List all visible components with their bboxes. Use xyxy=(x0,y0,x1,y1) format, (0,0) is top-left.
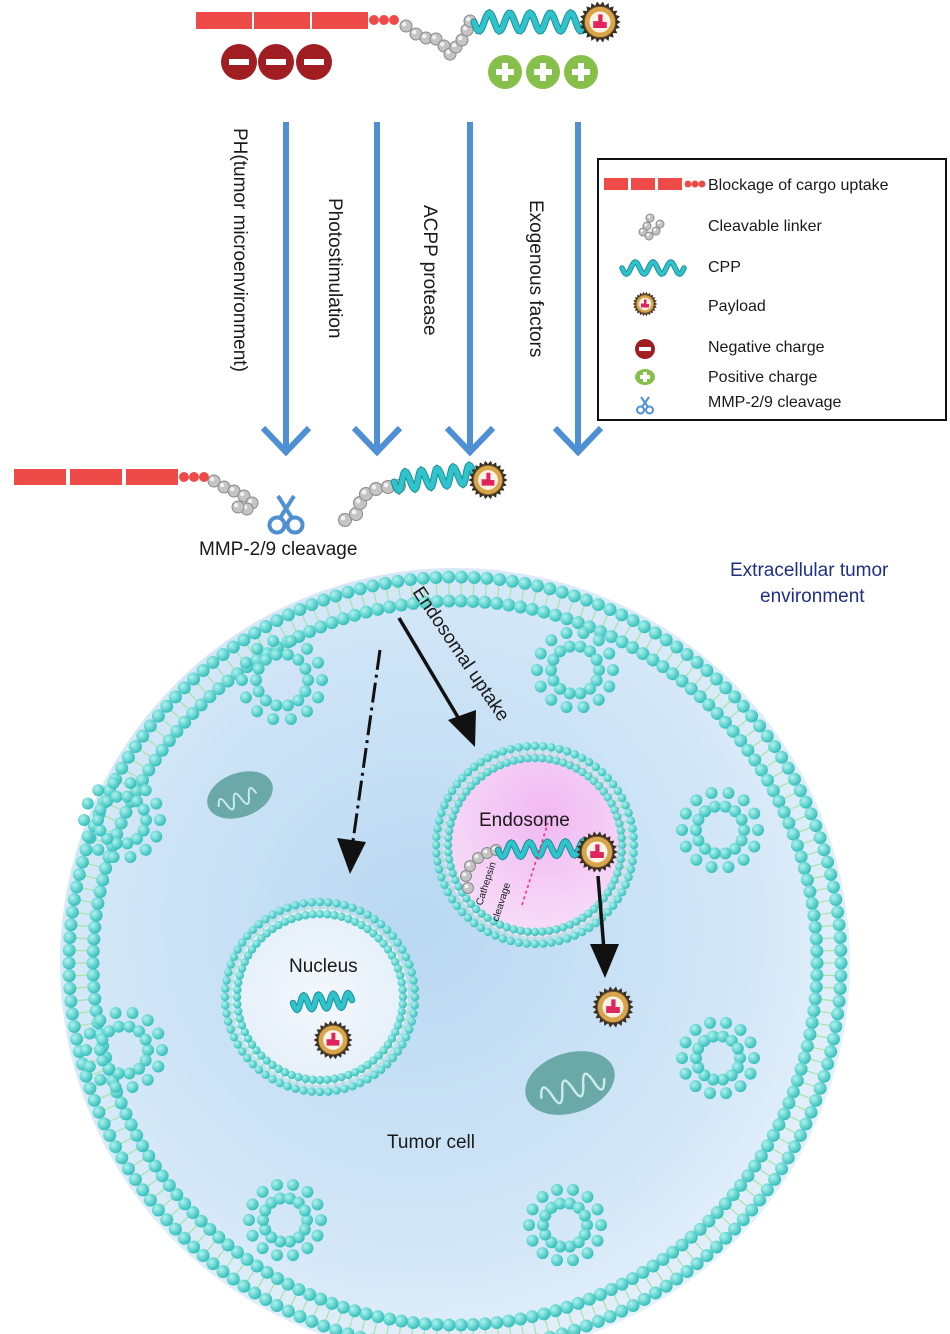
cleaved-products: MMP-2/9 cleavage xyxy=(14,460,508,560)
negative-charge-icon xyxy=(296,44,332,80)
stimulus-label-ph: PH(tumor microenvironment) xyxy=(229,128,250,372)
scissors-icon xyxy=(267,494,305,535)
payload-icon xyxy=(313,1020,353,1060)
cleaved-linker-left xyxy=(207,474,259,516)
endosomal-uptake-arrow xyxy=(397,617,476,747)
legend-label-negative: Negative charge xyxy=(708,339,825,356)
stimulus-arrow-acpp xyxy=(444,122,496,457)
nuclear-membrane xyxy=(220,897,420,1097)
positive-charges xyxy=(488,55,598,89)
stimulus-label-photo: Photostimulation xyxy=(324,198,345,338)
cleavage-site xyxy=(521,822,549,906)
nucleus-label: Nucleus xyxy=(289,956,358,977)
legend: Blockage of cargo uptake Cleavable linke… xyxy=(597,158,947,421)
negative-charge-icon xyxy=(221,44,257,80)
gray-bead-linker-icon xyxy=(638,213,665,241)
endosome-label: Endosome xyxy=(479,810,570,831)
extracellular-label-line2: environment xyxy=(760,586,865,607)
red-block-chain-icon xyxy=(604,178,706,190)
stimulus-arrow-exogenous xyxy=(552,122,604,457)
stimulus-arrow-photo xyxy=(351,122,403,457)
positive-charge-icon xyxy=(488,55,522,89)
cpp-helix xyxy=(289,989,356,1014)
positive-charge-icon xyxy=(635,369,655,385)
payload-icon xyxy=(579,1,621,43)
scissors-icon xyxy=(636,396,654,415)
negative-charges xyxy=(221,44,332,80)
cell-membrane xyxy=(62,570,848,1334)
stimulus-arrows: PH(tumor microenvironment) Photostimulat… xyxy=(229,122,604,457)
blockage-domain xyxy=(196,12,399,29)
payload-icon xyxy=(592,986,634,1028)
positive-charge-icon xyxy=(564,55,598,89)
mitochondrion xyxy=(207,771,273,819)
legend-label-mmp: MMP-2/9 cleavage xyxy=(708,394,841,411)
endosome: Endosome Cathepsin cleavage xyxy=(431,741,639,949)
negative-charge-icon xyxy=(635,339,655,359)
payload-icon xyxy=(576,831,618,873)
legend-label-cpp: CPP xyxy=(708,259,741,276)
extracellular-label-line1: Extracellular tumor xyxy=(730,560,889,581)
membrane-invaginations xyxy=(78,626,764,1267)
intact-probe xyxy=(196,1,621,89)
legend-label-positive: Positive charge xyxy=(708,369,817,386)
legend-box xyxy=(597,158,947,421)
legend-label-blockage: Blockage of cargo uptake xyxy=(708,177,889,194)
endosome-membrane xyxy=(431,741,639,949)
cpp-helix xyxy=(470,8,590,36)
payload-icon xyxy=(468,460,508,500)
cpp-helix xyxy=(390,461,478,495)
legend-label-linker: Cleavable linker xyxy=(708,218,823,235)
positive-charge-icon xyxy=(526,55,560,89)
payload-release-arrow xyxy=(590,875,619,978)
stimulus-arrow-ph xyxy=(260,122,312,457)
stimulus-label-exogenous: Exogenous factors xyxy=(525,200,546,357)
cleavage-label: MMP-2/9 cleavage xyxy=(199,539,357,560)
tumor-cell: Nucleus Endosome Cathepsin cleavage Endo… xyxy=(60,568,850,1334)
nucleus: Nucleus xyxy=(220,897,420,1097)
tumor-cell-label: Tumor cell xyxy=(387,1132,475,1153)
negative-charge-icon xyxy=(258,44,294,80)
linker-beads xyxy=(399,14,477,61)
stimulus-label-acpp: ACPP protease xyxy=(419,205,440,336)
legend-label-payload: Payload xyxy=(708,298,766,315)
cytoplasm xyxy=(60,568,850,1334)
dashed-arrow-to-nucleus xyxy=(337,649,382,874)
payload-sphere-icon xyxy=(632,291,658,317)
cleaved-blockage-domain xyxy=(14,469,209,485)
teal-helix-icon xyxy=(619,259,687,277)
cpp-helix xyxy=(494,837,592,861)
mitochondrion xyxy=(525,1051,615,1115)
